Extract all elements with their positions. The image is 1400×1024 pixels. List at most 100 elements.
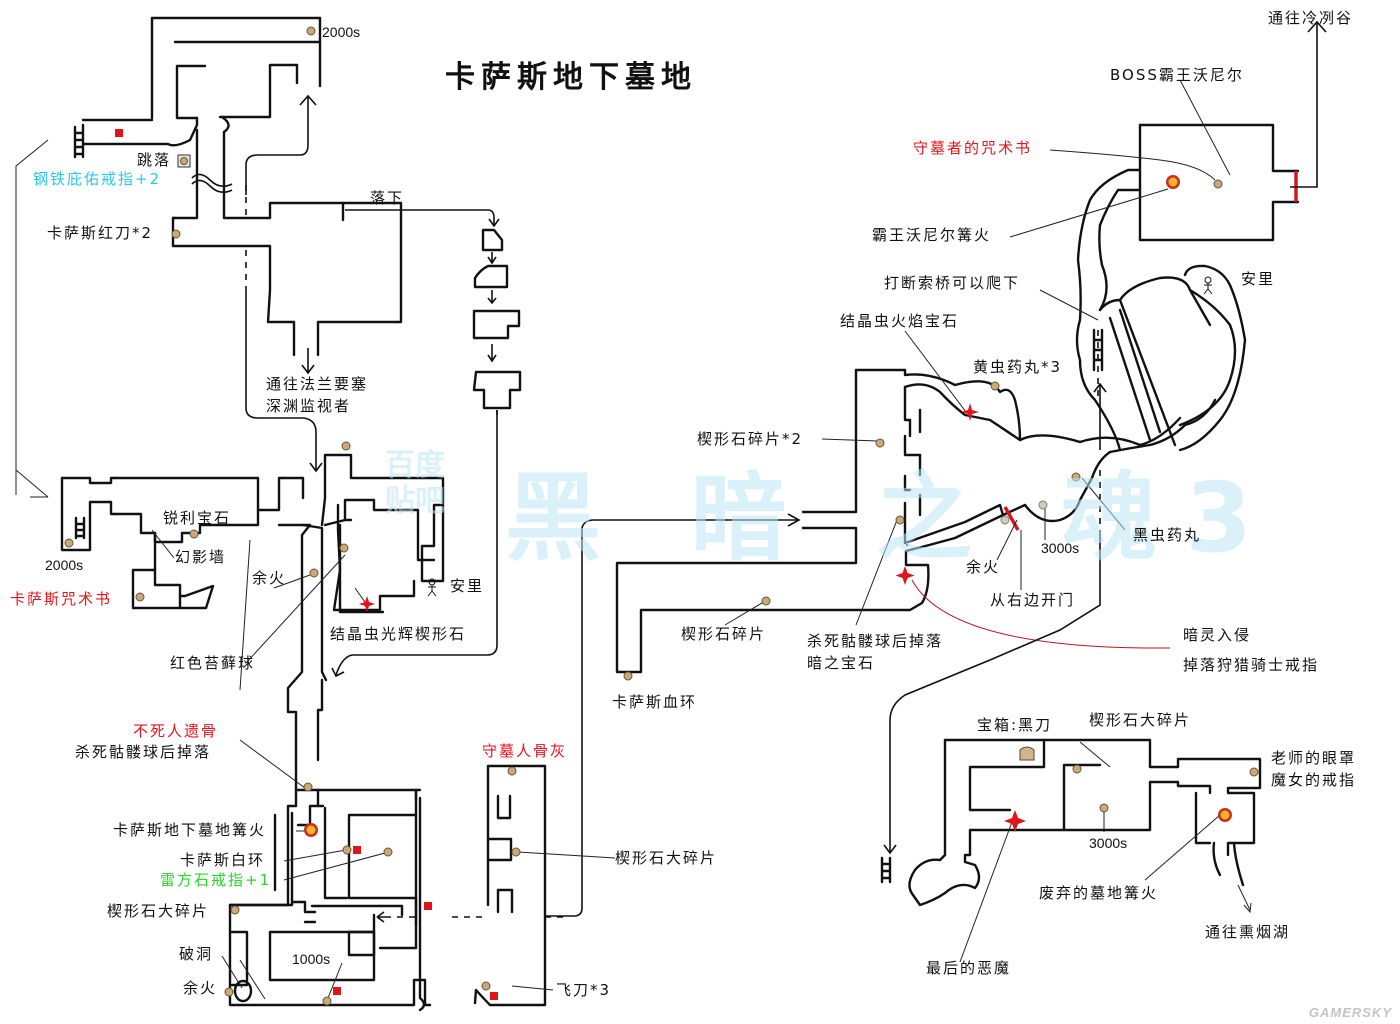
titanite-shard-label: 楔形石碎片 xyxy=(681,625,767,643)
undead-bone-label: 不死人遗骨 xyxy=(133,722,219,740)
bonfire-markers xyxy=(304,175,1232,837)
titanite-shard-label: 楔形石碎片*2 xyxy=(697,430,804,448)
large-titanite-label: 楔形石大碎片 xyxy=(107,902,210,920)
item-dot xyxy=(189,529,199,539)
hunter-ring-label: 掉落狩猎骑士戒指 xyxy=(1183,656,1320,674)
item-dot xyxy=(383,847,393,857)
ladder-icon xyxy=(73,123,85,159)
abandoned-bonfire-label: 废弃的墓地篝火 xyxy=(1039,884,1159,902)
abyss-watchers-label: 深渊监视者 xyxy=(266,397,352,415)
item-dot xyxy=(481,981,491,991)
grave-warden-pyromancy-label: 守墓者的咒术书 xyxy=(913,139,1033,157)
ember-label: 余火 xyxy=(252,569,287,587)
black-pellet-label: 黑虫药丸 xyxy=(1133,526,1202,544)
souls-label: 3000s xyxy=(1089,835,1128,851)
item-dot xyxy=(1071,472,1081,482)
item-dot xyxy=(171,229,181,239)
souls-label: 2000s xyxy=(322,24,361,40)
carthus-pyromancy-label: 卡萨斯咒术书 xyxy=(10,590,113,608)
grave-ash-label: 守墓人骨灰 xyxy=(482,742,568,760)
chest-black-blade-label: 宝箱:黑刀 xyxy=(977,716,1053,734)
item-dot xyxy=(875,438,885,448)
item-dot xyxy=(303,782,313,792)
souls-label: 3000s xyxy=(1041,540,1080,556)
bonfire-icon xyxy=(1218,808,1232,822)
enemy-square xyxy=(490,992,498,1000)
red-moss-label: 红色苔藓球 xyxy=(170,654,256,672)
star-markers xyxy=(359,403,1026,832)
item-dot xyxy=(135,592,145,602)
item-dot xyxy=(990,381,1000,391)
item-dot xyxy=(507,766,517,776)
item-dot xyxy=(342,845,352,855)
to-smouldering-lake-label: 通往熏烟湖 xyxy=(1205,923,1291,941)
witch-ring-label: 魔女的戒指 xyxy=(1271,771,1357,789)
lower-right-rooms xyxy=(880,738,1262,914)
to-irithyll-label: 通往冷冽谷 xyxy=(1268,9,1354,27)
red-blade-label: 卡萨斯红刀*2 xyxy=(47,224,154,242)
yellow-pellet-label: 黄虫药丸*3 xyxy=(973,358,1063,376)
sharp-gem-label: 锐利宝石 xyxy=(163,509,232,527)
item-dot xyxy=(623,671,633,681)
ember-label: 余火 xyxy=(966,558,1001,576)
ember-label: 余火 xyxy=(183,979,218,997)
item-dot xyxy=(339,543,349,553)
bonfire-icon xyxy=(1166,175,1180,189)
skull-drop-label: 杀死骷髅球后掉落 xyxy=(807,632,944,650)
item-dot xyxy=(224,987,234,997)
drop-down-label: 落下 xyxy=(370,189,405,207)
anri-label: 安里 xyxy=(450,577,485,595)
crystal-lizard-star xyxy=(359,596,375,612)
hole-label: 破洞 xyxy=(179,945,214,963)
middle-left-rooms xyxy=(60,410,583,1012)
item-markers xyxy=(64,26,1259,1006)
item-dot xyxy=(306,26,316,36)
item-dot xyxy=(511,847,521,857)
item-dot xyxy=(64,538,74,548)
anri-label: 安里 xyxy=(1241,270,1276,288)
boss-label: BOSS霸王沃尼尔 xyxy=(1110,66,1244,84)
carthus-milkring-label: 卡萨斯白环 xyxy=(180,851,266,869)
carthus-bonfire-label: 卡萨斯地下墓地篝火 xyxy=(113,821,267,839)
enemy-square xyxy=(333,987,341,995)
item-dot xyxy=(1249,767,1259,777)
item-dot xyxy=(230,905,240,915)
watermark-ds3: 黑 暗 之 魂3 xyxy=(505,462,1281,574)
enemy-markers xyxy=(115,129,498,1000)
enemy-square xyxy=(115,129,123,137)
enemy-square xyxy=(424,902,432,910)
item-dot xyxy=(309,568,319,578)
souls-label: 1000s xyxy=(292,951,331,967)
souls-label: 2000s xyxy=(45,557,84,573)
jump-down-label: 跳落 xyxy=(137,151,172,169)
throwing-knife-label: 飞刀*3 xyxy=(556,981,612,999)
open-right-label: 从右边开门 xyxy=(990,591,1076,609)
boss-area xyxy=(883,20,1327,855)
old-demon-star xyxy=(1004,810,1026,832)
watermark-line: 百度 xyxy=(385,448,445,483)
dark-spirit-label: 暗灵入侵 xyxy=(1183,626,1252,644)
npc-anri-icon xyxy=(427,578,437,597)
watermark-tieba: 百度贴吧 xyxy=(385,448,455,520)
blindfold-label: 老师的眼罩 xyxy=(1271,749,1357,767)
crystal-lizard-star xyxy=(961,403,979,421)
illusory-wall-label: 幻影墙 xyxy=(175,548,227,566)
large-titanite-label: 楔形石大碎片 xyxy=(615,849,718,867)
central-right-rooms xyxy=(581,368,1217,674)
iron-ring-label: 钢铁庇佑戒指+2 xyxy=(33,170,162,188)
old-demon-label: 最后的恶魔 xyxy=(926,959,1012,977)
item-dot xyxy=(341,441,351,451)
crystal-lizard-label: 结晶虫光辉楔形石 xyxy=(330,625,467,643)
carthus-bloodring-label: 卡萨斯血环 xyxy=(612,693,698,711)
dark-spirit-star xyxy=(895,566,915,585)
to-farron-label: 通往法兰要塞 xyxy=(266,375,369,393)
upper-left-rooms xyxy=(15,16,522,498)
item-dot xyxy=(895,515,905,525)
chest-icon xyxy=(1019,746,1035,761)
crystal-lizard-label: 结晶虫火焰宝石 xyxy=(840,312,960,330)
break-bridge-label: 打断索桥可以爬下 xyxy=(884,274,1021,292)
dark-gem-label: 暗之宝石 xyxy=(807,654,876,672)
enemy-square xyxy=(353,846,361,854)
bonfire-icon xyxy=(304,823,318,837)
